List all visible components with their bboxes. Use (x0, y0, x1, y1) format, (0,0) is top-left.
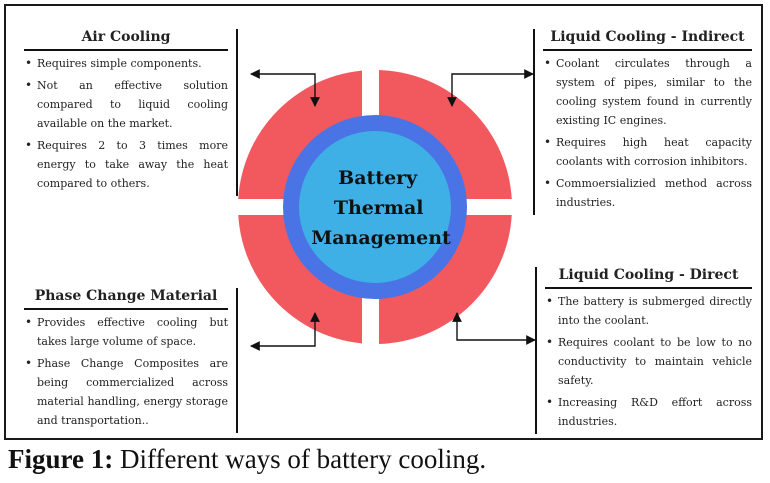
panel-title: Liquid Cooling - Indirect (543, 29, 752, 51)
bullet-list: Requires simple components. Not an effec… (24, 54, 228, 193)
connector-direct (452, 312, 536, 345)
center-label: Battery Thermal Management (311, 167, 451, 249)
bullet-item: Commoersializied method across industrie… (543, 174, 752, 212)
bullet-list: Coolant circulates through a system of p… (543, 54, 752, 212)
panel-title: Air Cooling (24, 29, 228, 51)
bullet-item: Not an effective solution compared to li… (24, 76, 228, 133)
center-line-3: Management (311, 227, 451, 249)
caption-text: Different ways of battery cooling. (119, 444, 487, 474)
panel-title: Liquid Cooling - Direct (545, 267, 752, 289)
panel-liquid-indirect: Liquid Cooling - Indirect Coolant circul… (533, 29, 752, 215)
bullet-item: Requires coolant to be low to no conduct… (545, 333, 752, 390)
center-line-1: Battery (338, 167, 418, 189)
connector-pcm (250, 312, 320, 351)
figure-frame (4, 4, 763, 440)
bullet-item: The battery is submerged directly into t… (545, 292, 752, 330)
bullet-item: Requires high heat capacity coolants wit… (543, 133, 752, 171)
bullet-item: Increasing R&D effort across industries. (545, 393, 752, 431)
core-circle (299, 131, 451, 283)
caption-label: Figure 1: (8, 444, 114, 474)
bullet-item: Coolant circulates through a system of p… (543, 54, 752, 130)
figure-caption: Figure 1: Different ways of battery cool… (8, 442, 758, 476)
bullet-item: Requires simple components. (24, 54, 228, 73)
panel-liquid-direct: Liquid Cooling - Direct The battery is s… (535, 267, 752, 434)
bullet-item: Requires 2 to 3 times more energy to tak… (24, 136, 228, 193)
panel-phase-change: Phase Change Material Provides effective… (24, 288, 238, 433)
connector-indirect (447, 69, 534, 107)
connector-air (250, 69, 320, 107)
panel-air-cooling: Air Cooling Requires simple components. … (24, 29, 238, 196)
bullet-item: Phase Change Composites are being commer… (24, 354, 228, 430)
center-line-2: Thermal (334, 197, 424, 219)
bullet-item: Provides effective cooling but takes lar… (24, 313, 228, 351)
bullet-list: The battery is submerged directly into t… (545, 292, 752, 431)
panel-title: Phase Change Material (24, 288, 228, 310)
bullet-list: Provides effective cooling but takes lar… (24, 313, 228, 430)
